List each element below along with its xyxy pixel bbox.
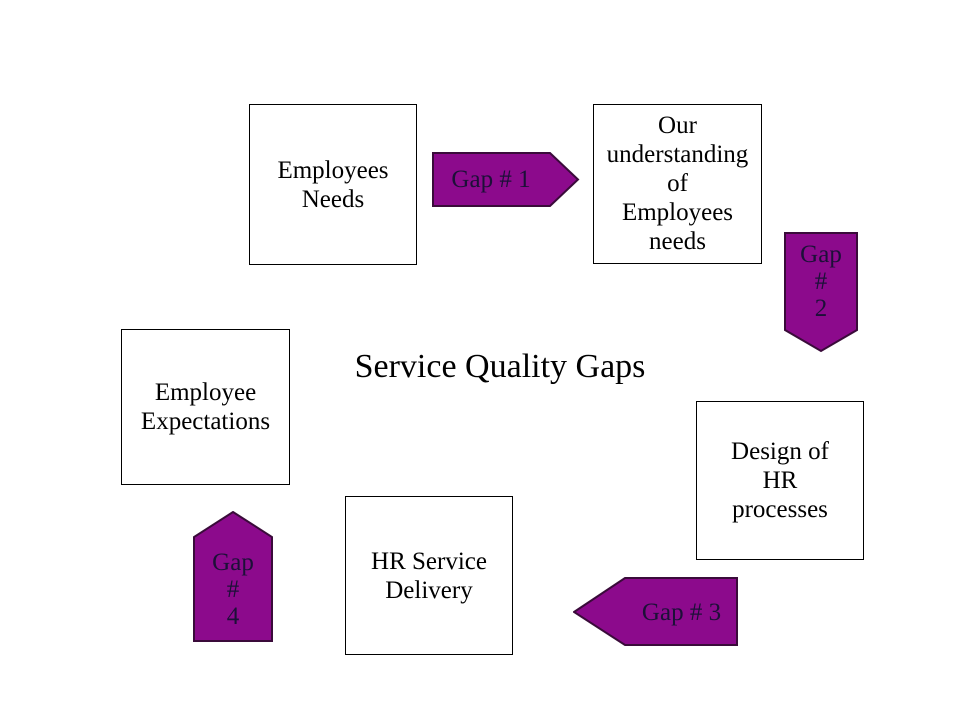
arrow-gap-4-up: Gap # 4 xyxy=(193,511,273,642)
box-our-understanding-label: Our understanding of Employees needs xyxy=(606,112,749,255)
box-employees-needs-label: Employees Needs xyxy=(277,156,389,213)
left-arrow-icon xyxy=(573,577,738,646)
box-employee-expectations: Employee Expectations xyxy=(121,329,290,485)
arrow-gap-2-down: Gap # 2 xyxy=(784,232,858,353)
down-arrow-icon xyxy=(784,232,858,353)
arrow-gap-2-label: Gap # 2 xyxy=(800,240,842,322)
arrow-gap-3-label: Gap # 3 xyxy=(641,598,722,626)
slide-title: Service Quality Gaps xyxy=(354,348,646,385)
arrow-gap-1-label: Gap # 1 xyxy=(451,166,531,193)
box-design-hr-processes: Design of HR processes xyxy=(696,401,864,560)
arrow-gap-4-label: Gap # 4 xyxy=(212,549,254,630)
arrow-gap-1-right: Gap # 1 xyxy=(432,152,580,207)
box-hr-service-delivery: HR Service Delivery xyxy=(345,496,513,655)
box-employees-needs: Employees Needs xyxy=(249,104,417,265)
box-employee-expectations-label: Employee Expectations xyxy=(140,379,271,435)
box-design-hr-processes-label: Design of HR processes xyxy=(731,438,829,523)
right-arrow-icon xyxy=(432,152,580,207)
box-our-understanding: Our understanding of Employees needs xyxy=(593,104,762,264)
up-arrow-icon xyxy=(193,511,273,642)
arrow-gap-3-left: Gap # 3 xyxy=(573,577,738,647)
box-hr-service-delivery-label: HR Service Delivery xyxy=(371,547,487,604)
